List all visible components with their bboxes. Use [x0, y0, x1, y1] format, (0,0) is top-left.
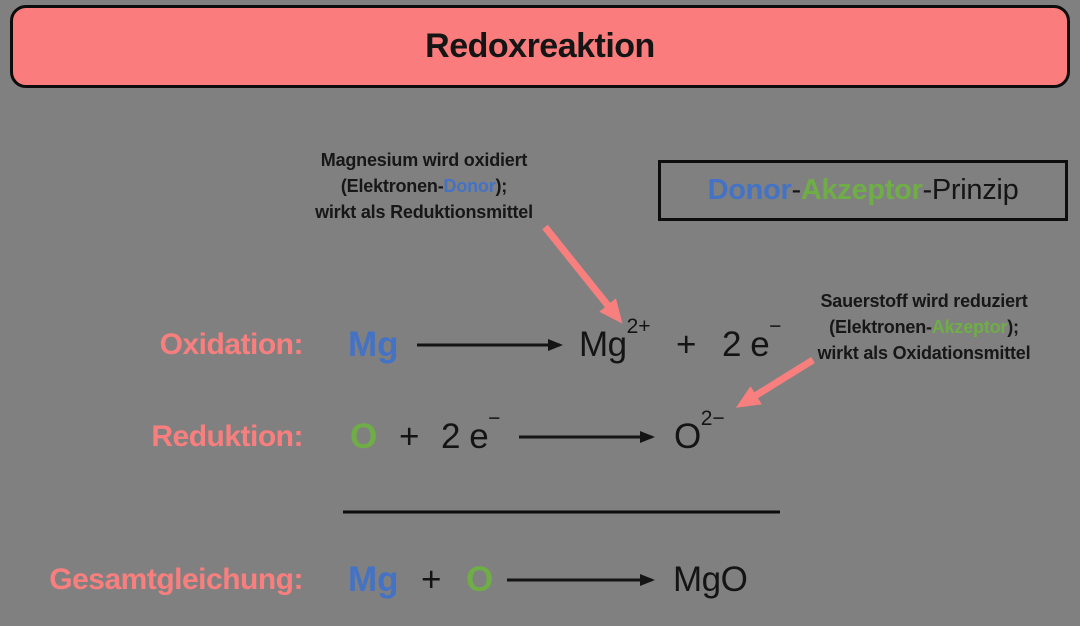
oxidation-plus-sign: +: [676, 325, 696, 364]
annotation-akzeptor-line1: Sauerstoff wird reduziert: [820, 291, 1028, 311]
reduktion-plus-sign: +: [399, 417, 419, 456]
principle-akzeptor-word: Akzeptor: [800, 174, 923, 206]
gesamt-plus-sign: +: [421, 560, 441, 599]
reduktion-electrons: 2 e−: [441, 408, 500, 461]
reduktion-product-o2minus: O2−: [674, 408, 725, 461]
principle-suffix: -Prinzip: [922, 174, 1019, 206]
oxidation-reactant-mg: Mg: [348, 325, 399, 364]
oxidation-product-base: Mg: [579, 325, 627, 364]
page-title: Redoxreaktion: [425, 27, 655, 65]
gesamtgleichung-label: Gesamtgleichung:: [49, 563, 303, 596]
oxidation-product-sup: 2+: [626, 315, 651, 339]
annotation-akzeptor-line2: (Elektronen-Akzeptor);: [790, 314, 1058, 340]
annotation-akzeptor-line2-pre: (Elektronen-: [829, 317, 932, 337]
title-banner: Redoxreaktion: [10, 5, 1070, 88]
gesamt-reactant-mg: Mg: [348, 560, 399, 599]
gesamt-reactant-o: O: [466, 560, 494, 599]
annotation-donor-keyword: Donor: [443, 176, 496, 196]
principle-donor-word: Donor: [707, 174, 792, 206]
reduktion-product-sup: 2−: [700, 407, 725, 431]
donor-akzeptor-principle-box: Donor-Akzeptor-Prinzip: [658, 160, 1068, 221]
oxidation-equation-row: Oxidation: Mg Mg2+ + 2 e−: [0, 316, 1080, 369]
reduktion-product-base: O: [674, 417, 701, 456]
annotation-akzeptor-line3: wirkt als Oxidationsmittel: [817, 343, 1031, 363]
reduktion-electrons-sup: −: [488, 407, 501, 431]
annotation-donor-line3: wirkt als Reduktionsmittel: [315, 202, 533, 222]
reduktion-reactant-o: O: [350, 417, 378, 456]
annotation-donor-line2: (Elektronen-Donor);: [285, 173, 563, 199]
principle-hyphen: -: [791, 174, 801, 206]
reduktion-equation-row: Reduktion: O + 2 e− O2−: [0, 408, 1080, 461]
reduktion-electrons-base: 2 e: [441, 417, 489, 456]
annotation-donor-line2-post: );: [495, 176, 508, 196]
annotation-donor-line1: Magnesium wird oxidiert: [320, 150, 528, 170]
annotation-donor: Magnesium wird oxidiert (Elektronen-Dono…: [285, 147, 563, 225]
annotation-donor-line2-pre: (Elektronen-: [340, 176, 444, 196]
oxidation-electrons-base: 2 e: [722, 325, 770, 364]
oxidation-label: Oxidation:: [159, 328, 304, 361]
donor-annotation-arrow: [542, 224, 623, 324]
oxidation-product-mg2plus: Mg2+: [579, 316, 651, 369]
gesamt-product-mgo: MgO: [673, 560, 748, 599]
annotation-akzeptor-keyword: Akzeptor: [931, 317, 1008, 337]
oxidation-electrons: 2 e−: [722, 316, 781, 369]
gesamtgleichung-equation-row: Gesamtgleichung: Mg + O MgO: [0, 556, 1080, 604]
annotation-akzeptor-line2-post: );: [1007, 317, 1019, 337]
oxidation-electrons-sup: −: [769, 315, 782, 339]
reduktion-label: Reduktion:: [151, 420, 303, 453]
annotation-akzeptor: Sauerstoff wird reduziert (Elektronen-Ak…: [790, 288, 1058, 366]
